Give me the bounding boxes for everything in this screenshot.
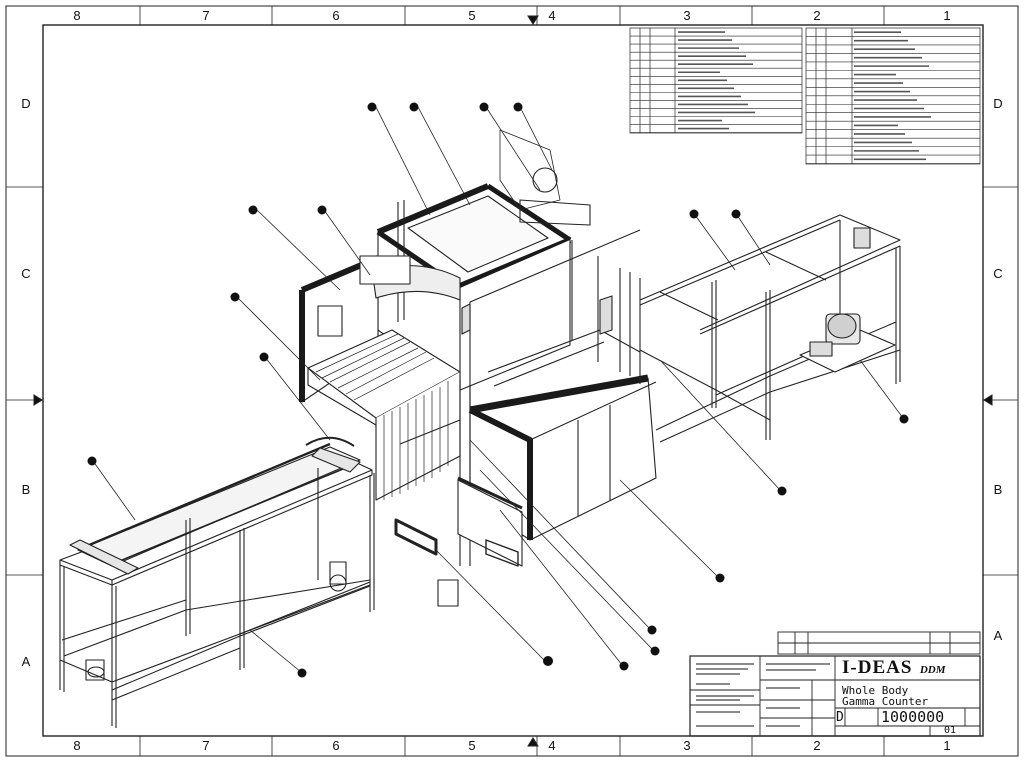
inner-columns xyxy=(394,240,641,607)
sheet-frame xyxy=(5,5,1019,757)
zone-col-top-5: 5 xyxy=(468,8,476,23)
company-logo: I-DEAS DDM xyxy=(842,657,980,679)
left-conveyor-table xyxy=(59,436,375,728)
logo-suffix: DDM xyxy=(919,664,946,676)
zone-row-left-D: D xyxy=(21,96,31,111)
left-shield-block xyxy=(299,255,461,501)
zone-col-top-3: 3 xyxy=(683,8,691,23)
callout-balloons xyxy=(87,102,909,678)
zone-row-right-C: C xyxy=(993,266,1003,281)
drawing-size: D xyxy=(836,710,844,725)
drawing-title-line-1: Whole Body xyxy=(842,684,909,697)
zone-row-right-A: A xyxy=(993,628,1003,643)
bom-table-left xyxy=(629,27,803,134)
zone-row-right-B: B xyxy=(993,482,1003,497)
drawing-number: 1000000 xyxy=(881,708,945,726)
bom-rows xyxy=(630,31,980,164)
central-chamber xyxy=(376,129,591,391)
zone-row-left-B: B xyxy=(21,482,31,497)
zone-row-left-A: A xyxy=(21,654,31,669)
drawing-title-line-2: Gamma Counter xyxy=(842,695,929,708)
zone-col-top-1: 1 xyxy=(943,8,951,23)
zone-col-bottom-2: 2 xyxy=(813,738,821,753)
title-block xyxy=(689,631,981,737)
machine-isometric-drawing xyxy=(59,129,901,728)
front-shield-panel xyxy=(468,229,657,541)
logo-text: I-DEAS xyxy=(842,657,913,678)
title-block-small-text xyxy=(696,663,830,727)
zone-col-bottom-3: 3 xyxy=(683,738,691,753)
zone-col-top-2: 2 xyxy=(813,8,821,23)
zone-col-top-7: 7 xyxy=(202,8,210,23)
zone-row-left-C: C xyxy=(21,266,31,281)
zone-col-bottom-1: 1 xyxy=(943,738,951,753)
callout-leaders xyxy=(92,106,904,673)
zone-col-bottom-5: 5 xyxy=(468,738,476,753)
right-conveyor-frame xyxy=(639,214,901,443)
zone-col-bottom-6: 6 xyxy=(332,738,340,753)
zone-col-bottom-4: 4 xyxy=(548,738,556,753)
zone-row-right-D: D xyxy=(993,96,1003,111)
zone-col-bottom-7: 7 xyxy=(202,738,210,753)
sheet-number: 01 xyxy=(944,725,957,736)
zone-col-top-8: 8 xyxy=(73,8,81,23)
zone-col-bottom-8: 8 xyxy=(73,738,81,753)
zone-col-top-6: 6 xyxy=(332,8,340,23)
zone-col-top-4: 4 xyxy=(548,8,556,23)
